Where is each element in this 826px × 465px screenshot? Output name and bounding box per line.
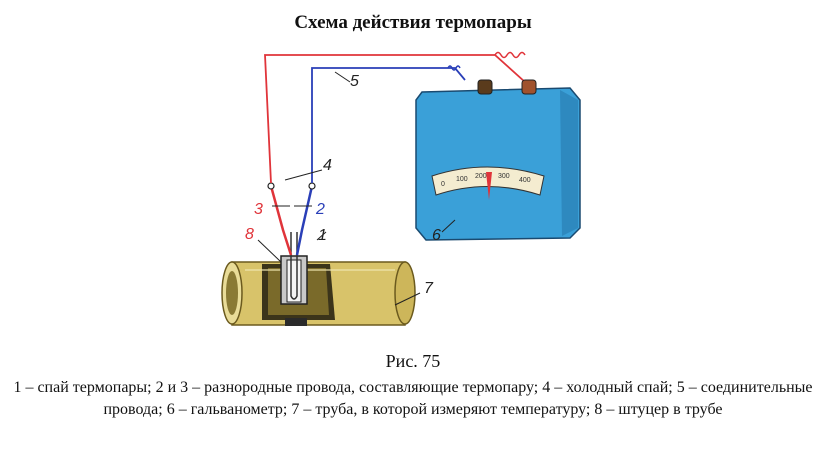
label-6: 6 bbox=[432, 227, 441, 244]
galvanometer: 0 100 200 300 400 bbox=[415, 79, 581, 241]
figure-caption: 1 – спай термопары; 2 и 3 – разнородные … bbox=[13, 379, 813, 418]
wire-2-blue bbox=[295, 185, 314, 256]
fitting bbox=[280, 255, 308, 305]
pipe bbox=[221, 261, 416, 326]
spring-coil-blue bbox=[447, 65, 461, 71]
figure-number: Рис. 75 bbox=[385, 351, 441, 371]
galvanometer-needle bbox=[486, 172, 492, 200]
diagram-title: Схема действия термопары bbox=[294, 12, 532, 33]
spring-coil-red bbox=[494, 51, 526, 59]
svg-text:200: 200 bbox=[475, 173, 487, 180]
thermocouple-diagram: 0 100 200 300 400 1 2 3 4 5 6 7 8 bbox=[221, 51, 581, 326]
label-4: 4 bbox=[323, 157, 332, 174]
connecting-wire-red bbox=[264, 54, 526, 184]
svg-text:400: 400 bbox=[519, 177, 531, 184]
label-7: 7 bbox=[424, 280, 434, 297]
cold-junction-right bbox=[308, 182, 316, 190]
wire-3-red bbox=[269, 185, 293, 256]
terminal-knob-left bbox=[477, 79, 493, 95]
svg-text:0: 0 bbox=[441, 181, 445, 188]
label-3: 3 bbox=[254, 201, 263, 218]
terminal-knob-right bbox=[521, 79, 537, 95]
svg-text:300: 300 bbox=[498, 173, 510, 180]
svg-text:100: 100 bbox=[456, 176, 468, 183]
label-1: 1 bbox=[318, 227, 327, 244]
cold-junction-left bbox=[267, 182, 275, 190]
connecting-wire-blue bbox=[311, 67, 466, 183]
label-2: 2 bbox=[315, 201, 325, 218]
label-5: 5 bbox=[350, 73, 359, 90]
label-8: 8 bbox=[245, 226, 254, 243]
thermocouple-junction bbox=[290, 232, 298, 300]
